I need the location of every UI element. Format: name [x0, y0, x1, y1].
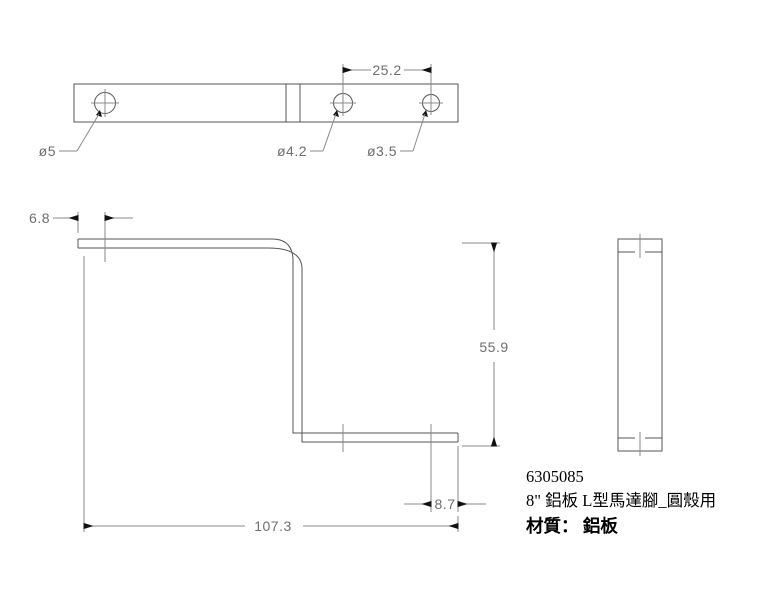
callout-hole-d5: ø5	[39, 110, 102, 159]
dimension-hole-spacing: 25.2	[342, 62, 432, 98]
end-view	[617, 234, 663, 456]
dimension-foot-width: 8.7	[404, 446, 486, 512]
side-view: 6.8 55.9 8.7	[29, 210, 508, 534]
dimension-overall-length: 107.3	[83, 256, 459, 534]
dimension-overall-length-label: 107.3	[254, 518, 292, 534]
end-view-outline	[617, 238, 663, 452]
dimension-flange-offset-label: 6.8	[29, 210, 50, 226]
dimension-flange-offset: 6.8	[29, 210, 133, 256]
dimension-hole-spacing-label: 25.2	[372, 62, 401, 78]
callout-hole-d35-label: ø3.5	[367, 143, 397, 159]
callout-hole-d42: ø4.2	[277, 110, 339, 159]
part-material: 材質： 鋁板	[526, 516, 618, 536]
callout-hole-d5-label: ø5	[39, 143, 56, 159]
dimension-overall-height: 55.9	[462, 242, 508, 447]
callout-hole-d42-label: ø4.2	[277, 143, 307, 159]
top-view: 25.2 ø5 ø4.2 ø3.5	[39, 62, 459, 159]
dimension-foot-width-label: 8.7	[435, 496, 456, 512]
side-view-inner-contour	[78, 247, 458, 443]
dimension-overall-height-label: 55.9	[479, 339, 508, 355]
title-block: 6305085 8" 鋁板 L型馬達腳_圓殼用 材質： 鋁板	[526, 467, 716, 536]
top-view-bar-outline	[73, 83, 459, 123]
part-number: 6305085	[526, 467, 584, 486]
part-description: 8" 鋁板 L型馬達腳_圓殼用	[526, 491, 716, 510]
side-view-outer-contour	[78, 238, 458, 434]
top-view-hole-d5	[91, 89, 119, 117]
callout-hole-d35: ø3.5	[367, 110, 428, 159]
